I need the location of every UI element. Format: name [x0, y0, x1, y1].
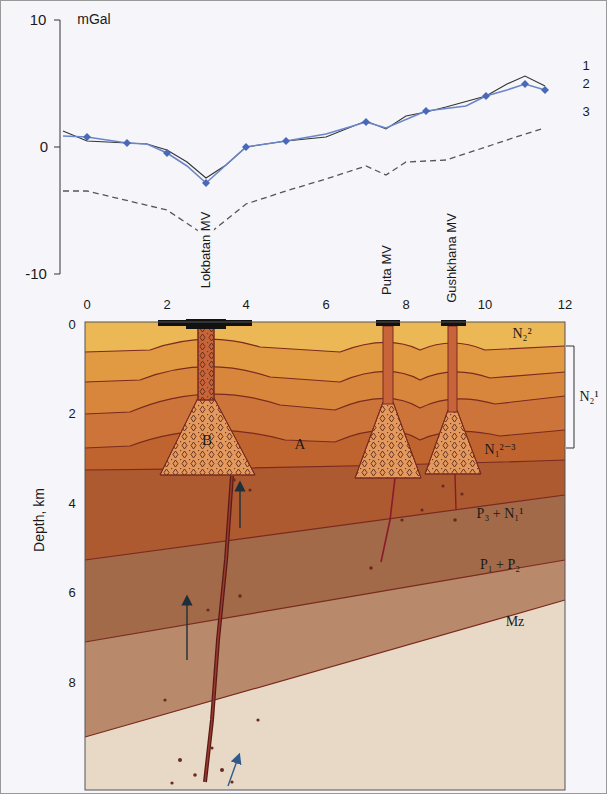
distance-number: 0: [83, 298, 90, 312]
zone-label: B: [202, 432, 212, 449]
axis-unit: mGal: [77, 12, 110, 27]
layer-label: Mz: [506, 614, 525, 629]
distance-number: 2: [163, 298, 170, 312]
axis-number: -10: [25, 266, 47, 283]
distance-number: 6: [322, 298, 329, 312]
volcano-name: Gushkhana MV: [444, 211, 460, 305]
layer-label: N₂¹: [579, 389, 598, 404]
depth-number: 0: [68, 318, 75, 332]
zone-label: A: [295, 436, 306, 453]
axis-number: 10: [30, 12, 47, 29]
volcano-name: Puta MV: [379, 243, 395, 297]
layer-label: N₂²: [512, 326, 531, 341]
depth-number: 4: [68, 497, 75, 511]
distance-number: 10: [478, 298, 492, 312]
volcano-name: Lokbatan MV: [198, 210, 214, 291]
curve-number: 1: [582, 59, 589, 73]
distance-number: 12: [558, 298, 572, 312]
layer-label: N₁²⁻³: [485, 442, 516, 457]
depth-number: 6: [68, 586, 75, 600]
depth-number: 2: [68, 407, 75, 421]
layer-label: P₁ + P₂: [480, 557, 520, 572]
axis-title: Depth, km: [32, 488, 47, 552]
axis-number: 0: [40, 139, 48, 156]
layer-label: P₃ + N₁¹: [477, 506, 524, 521]
depth-number: 8: [68, 676, 75, 690]
curve-number: 3: [582, 105, 589, 119]
curve-number: 2: [582, 77, 589, 91]
distance-number: 8: [402, 298, 409, 312]
distance-number: 4: [242, 298, 249, 312]
